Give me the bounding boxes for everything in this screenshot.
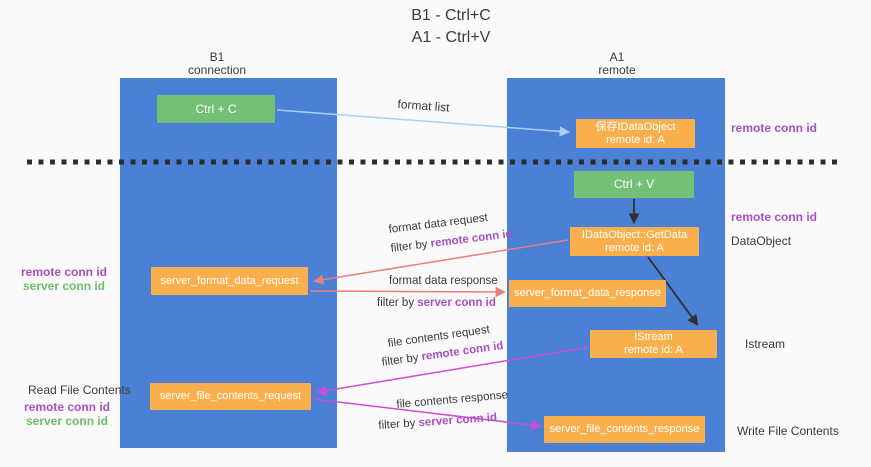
label-remote-conn-id-left-2: remote conn id (23, 400, 110, 414)
lane-left-subtitle: connection (187, 63, 247, 77)
label-remote-conn-id-right-1: remote conn id (731, 121, 818, 135)
node-idataobject-getdata-line1: IDataObject::GetData (581, 228, 688, 241)
node-idataobject-getdata: IDataObject::GetData remote id: A (570, 227, 699, 256)
node-server-file-contents-request: server_file_contents_request (150, 383, 311, 410)
filter-by-text: filter by (378, 417, 420, 432)
node-save-idataobject-line1: 保存IDataObject (595, 120, 676, 133)
filter-by-text: filter by (381, 351, 423, 369)
node-server-file-contents-response: server_file_contents_response (544, 416, 705, 443)
node-save-idataobject-line2: remote id: A (606, 133, 665, 146)
label-remote-conn-id-right-2: remote conn id (731, 210, 818, 224)
node-istream-line2: remote id: A (624, 344, 683, 356)
node-istream: IStream remote id: A (590, 330, 717, 358)
node-save-idataobject: 保存IDataObject remote id: A (576, 119, 695, 148)
node-server-format-data-response: server_format_data_response (509, 280, 666, 307)
arrow-format-data-response (309, 286, 507, 298)
node-ctrl-c-label: Ctrl + C (195, 101, 237, 116)
node-server-format-data-request: server_format_data_request (151, 267, 308, 295)
label-format-list: format list (397, 97, 450, 115)
node-ctrl-v: Ctrl + V (574, 171, 694, 198)
label-remote-conn-id-left-1: remote conn id (20, 265, 107, 279)
page-title-line2: A1 - Ctrl+V (411, 29, 491, 46)
node-server-format-data-response-label: server_format_data_response (514, 287, 661, 299)
lane-right-header: A1 remote (557, 51, 677, 77)
label-dataobject: DataObject (731, 234, 792, 248)
page-title: B1 - Ctrl+C A1 - Ctrl+V (341, 5, 561, 49)
label-conn-ids-left-2: remote conn id server conn id (18, 400, 116, 428)
node-ctrl-v-label: Ctrl + V (613, 177, 655, 191)
label-server-conn-id-left-2: server conn id (25, 414, 109, 428)
node-server-file-contents-request-label: server_file_contents_request (159, 390, 302, 402)
node-idataobject-getdata-line2: remote id: A (605, 241, 664, 254)
filter-by-text: filter by (390, 238, 432, 255)
label-file-contents-response-text: file contents response (396, 389, 509, 411)
label-write-file-contents: Write File Contents (737, 424, 839, 438)
label-filter-by-server-conn-id-1: filter by server conn id (377, 297, 496, 310)
remote-conn-id-text: remote conn id (429, 228, 514, 251)
node-ctrl-c: Ctrl + C (157, 95, 275, 123)
label-server-conn-id-left-1: server conn id (22, 279, 106, 293)
label-read-file-contents: Read File Contents (28, 383, 131, 397)
label-format-data-response-text: format data response (389, 275, 498, 287)
filter-by-text: filter by (377, 297, 418, 309)
lane-right-subtitle: remote (598, 63, 636, 77)
node-server-file-contents-response-label: server_file_contents_response (549, 423, 700, 435)
label-conn-ids-left-1: remote conn id server conn id (14, 265, 114, 293)
lane-left-header: B1 connection (157, 51, 277, 77)
lane-right-title: A1 (609, 50, 625, 64)
page-title-line1: B1 - Ctrl+C (411, 7, 491, 24)
node-istream-line1: IStream (634, 331, 673, 343)
server-conn-id-text: server conn id (417, 297, 496, 309)
label-file-contents-response: file contents response (396, 389, 509, 412)
node-server-format-data-request-label: server_format_data_request (160, 274, 299, 287)
server-conn-id-text: server conn id (418, 411, 498, 430)
label-format-data-response: format data response (389, 275, 498, 288)
lane-left-title: B1 (209, 50, 225, 64)
label-filter-by-server-conn-id-2: filter by server conn id (378, 412, 498, 433)
label-format-list-text: format list (397, 97, 450, 115)
label-istream: Istream (745, 337, 786, 351)
